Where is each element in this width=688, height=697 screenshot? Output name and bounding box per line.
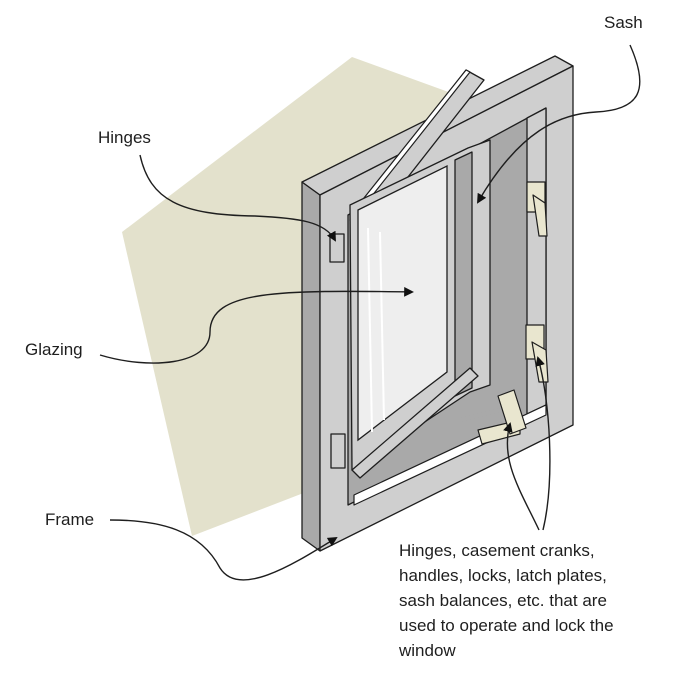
sash-bottom-rail	[351, 367, 479, 479]
hinge-plate-bottom	[330, 433, 346, 469]
label-hinges: Hinges	[98, 128, 151, 147]
label-hardware-line: handles, locks, latch plates,	[399, 566, 607, 585]
label-hardware-line: Hinges, casement cranks,	[399, 541, 595, 560]
sash-inner-frame	[454, 151, 473, 397]
lock-upper	[526, 181, 548, 237]
label-hardware-line: sash balances, etc. that are	[399, 591, 607, 610]
leader-hardware-lock	[535, 356, 551, 531]
glass-glint-2	[379, 231, 385, 421]
label-frame: Frame	[45, 510, 95, 529]
frame-left-side	[301, 181, 321, 552]
leader-glazing	[99, 286, 414, 364]
leader-hinges	[139, 154, 336, 242]
label-glazing: Glazing	[25, 340, 83, 359]
leader-frame	[109, 519, 338, 581]
leader-hardware-crank	[503, 422, 540, 531]
label-hardware: Hinges, casement cranks, handles, locks,…	[399, 538, 684, 663]
label-hardware-line: used to operate and lock the	[399, 616, 614, 635]
hinge-plate-top	[329, 233, 345, 263]
leader-sash	[477, 44, 641, 204]
label-hardware-line: window	[399, 641, 456, 660]
label-sash: Sash	[604, 13, 643, 32]
glass-glint-1	[367, 227, 373, 433]
